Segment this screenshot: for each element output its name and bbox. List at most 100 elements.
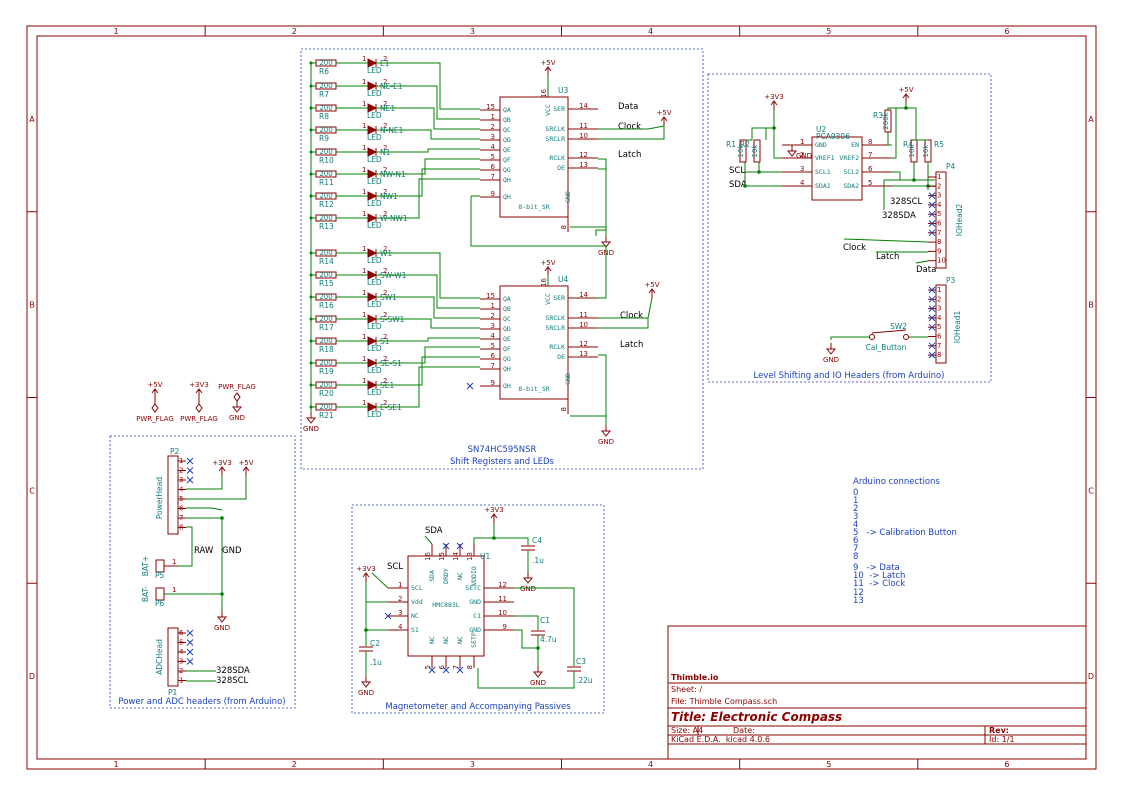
tb-size: Size: A4 xyxy=(671,726,703,735)
led-triangle xyxy=(367,402,378,412)
wire xyxy=(765,127,774,140)
resistor-ref: R14 xyxy=(319,257,334,266)
pin-number: 2 xyxy=(937,295,941,303)
col-label-bottom: 5 xyxy=(826,760,831,769)
pin-name: QH xyxy=(503,382,511,390)
pin-number: 2 xyxy=(491,312,495,320)
resistor-value: 10k xyxy=(737,144,745,158)
led-pin2: 2 xyxy=(383,311,387,319)
pin-name: QG xyxy=(503,355,511,363)
led-pin2: 2 xyxy=(383,377,387,385)
power-label: +5V xyxy=(656,109,671,117)
gnd-label: GND xyxy=(520,585,536,593)
led-value: LED xyxy=(367,410,382,419)
row-label-left: A xyxy=(29,115,35,124)
pin-number: 10 xyxy=(579,321,588,329)
pin-number: 9 xyxy=(491,379,495,387)
no-connect-mark xyxy=(456,542,464,550)
pin-number: 4 xyxy=(800,179,805,187)
power-arrow xyxy=(648,288,656,294)
pin-name: S1 xyxy=(411,626,419,634)
pin-number: 8 xyxy=(179,524,183,532)
resistor-ref: R5 xyxy=(934,140,944,149)
col-label-top: 3 xyxy=(470,27,475,36)
cap-value: .1u xyxy=(370,658,382,667)
wire xyxy=(186,476,223,490)
pin-number: 13 xyxy=(579,350,588,358)
led-value: LED xyxy=(367,256,382,265)
led-pin1: 1 xyxy=(362,311,366,319)
led-pin2: 2 xyxy=(383,55,387,63)
wire xyxy=(773,128,782,159)
ic-ref: U1 xyxy=(480,552,490,561)
pin-number: 3 xyxy=(937,305,941,313)
gnd-label: GND xyxy=(303,425,319,433)
pin-number: 3 xyxy=(398,609,402,617)
resistor-ref: R8 xyxy=(319,112,329,121)
ic-ref: U3 xyxy=(558,86,568,95)
gnd-label: GND xyxy=(530,679,546,687)
flag-diamond xyxy=(195,403,203,413)
wire xyxy=(376,148,480,153)
power-label: +5V xyxy=(147,381,162,389)
no-connect-mark xyxy=(428,666,436,674)
net-label: Latch xyxy=(876,252,899,262)
pin-number: 6 xyxy=(179,629,184,637)
gnd-label: GND xyxy=(796,152,812,160)
tb-date: Date: xyxy=(733,726,755,735)
no-connect-mark xyxy=(928,323,936,331)
net-label: 328SDA xyxy=(882,211,916,221)
connector-ref: P5 xyxy=(155,571,165,580)
pin-number: 1 xyxy=(179,457,183,465)
cap-value: .22u xyxy=(576,676,593,685)
led-value: LED xyxy=(367,221,382,230)
level-shift-sheet xyxy=(707,73,992,383)
wire xyxy=(371,572,389,589)
pin-number: 12 xyxy=(498,581,507,589)
gnd-symbol xyxy=(825,348,837,355)
led-triangle xyxy=(367,169,378,179)
wire xyxy=(892,140,897,159)
led-triangle xyxy=(367,58,378,68)
row-label-right: C xyxy=(1088,486,1094,495)
pin-number: 5 xyxy=(937,210,941,218)
pin-number: 11 xyxy=(579,311,588,319)
note-line: 8 xyxy=(853,552,858,562)
no-connect-mark xyxy=(928,201,936,209)
resistor-value: 200 xyxy=(319,249,332,257)
flag-diamond xyxy=(233,392,241,402)
pin-number: 9 xyxy=(491,190,495,198)
junction xyxy=(912,178,916,182)
tb-title: Title: Electronic Compass xyxy=(671,710,842,724)
led-triangle xyxy=(367,125,378,135)
led-pin2: 2 xyxy=(383,333,387,341)
ic-value: 8-bit_SR xyxy=(518,203,549,211)
pin-name: OE xyxy=(557,353,565,361)
connector-value: IOHead1 xyxy=(953,311,962,344)
row-label-left: C xyxy=(29,486,35,495)
no-connect-mark xyxy=(442,666,450,674)
pin-number: 8 xyxy=(466,665,474,669)
pin-name: NC xyxy=(411,612,419,620)
wire xyxy=(376,366,480,408)
resistor xyxy=(739,139,747,163)
no-connect-mark xyxy=(928,351,936,359)
pin-number: 15 xyxy=(486,292,495,300)
connector-ref: P4 xyxy=(946,162,956,171)
led-value: LED xyxy=(367,155,382,164)
shift-register-u3: U38-bit_SRQA15QB1QC2QD3QE4QF5QG6QH7QH9SE… xyxy=(471,59,672,257)
resistor-value: 200 xyxy=(319,214,332,222)
led-value: LED xyxy=(367,322,382,331)
led-value: LED xyxy=(367,177,382,186)
resistor-value: 200 xyxy=(319,148,332,156)
pin-name: RCLK xyxy=(549,154,565,162)
net-label: GND xyxy=(222,546,242,556)
pin-name: SRCLK xyxy=(545,125,565,133)
resistor xyxy=(753,139,761,163)
resistor-ref: R2 xyxy=(740,140,750,149)
